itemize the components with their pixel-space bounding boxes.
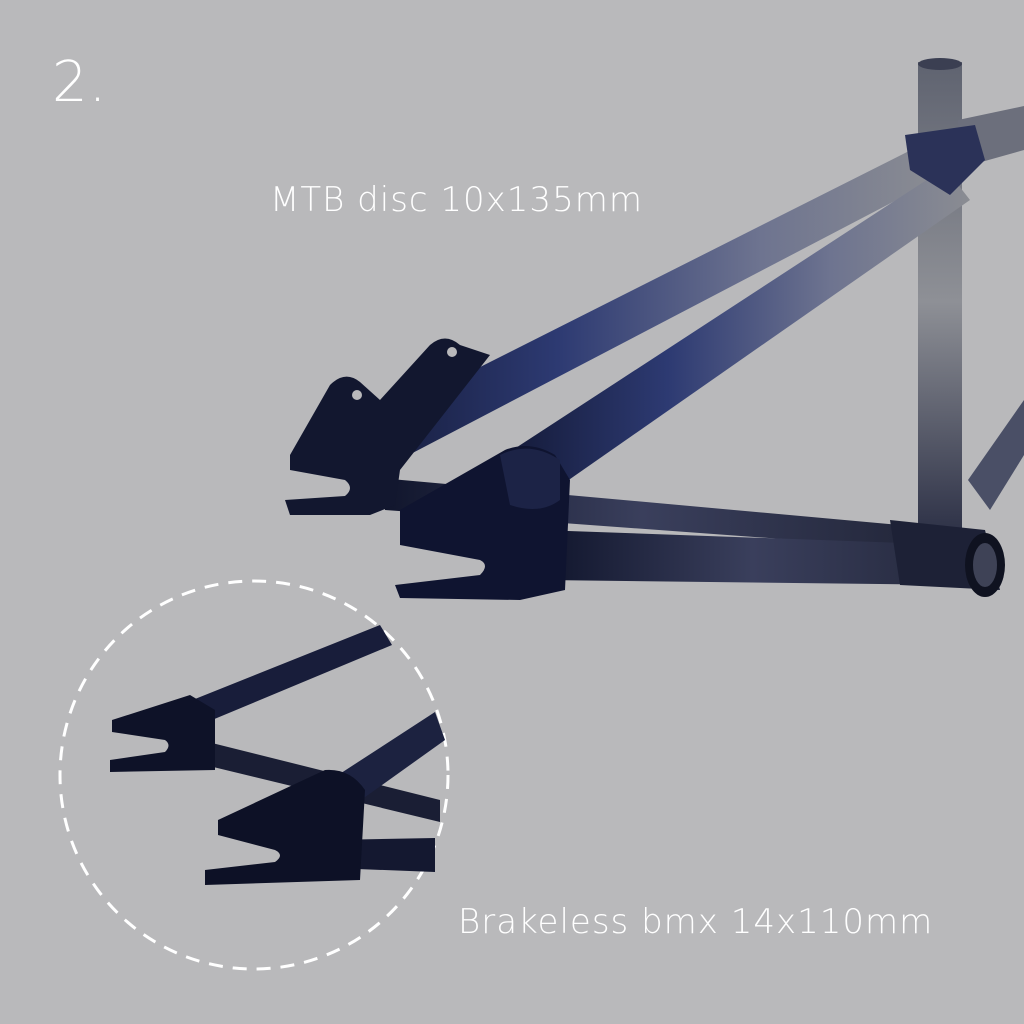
label-mtb-disc: MTB disc 10x135mm	[270, 180, 643, 220]
lower-dropout	[395, 446, 570, 600]
step-number: 2.	[52, 50, 108, 115]
zoom-circle	[58, 579, 450, 971]
down-tube	[968, 400, 1024, 510]
label-brakeless-bmx: Brakeless bmx 14x110mm	[458, 902, 934, 942]
upper-dropout	[285, 338, 490, 515]
seat-stay-lower	[505, 168, 970, 500]
inset-dropouts	[110, 625, 445, 885]
bottom-bracket	[890, 520, 1005, 597]
chain-stay-lower	[540, 530, 965, 585]
seat-stay-upper	[355, 148, 935, 470]
seat-cluster-weld	[905, 125, 985, 195]
